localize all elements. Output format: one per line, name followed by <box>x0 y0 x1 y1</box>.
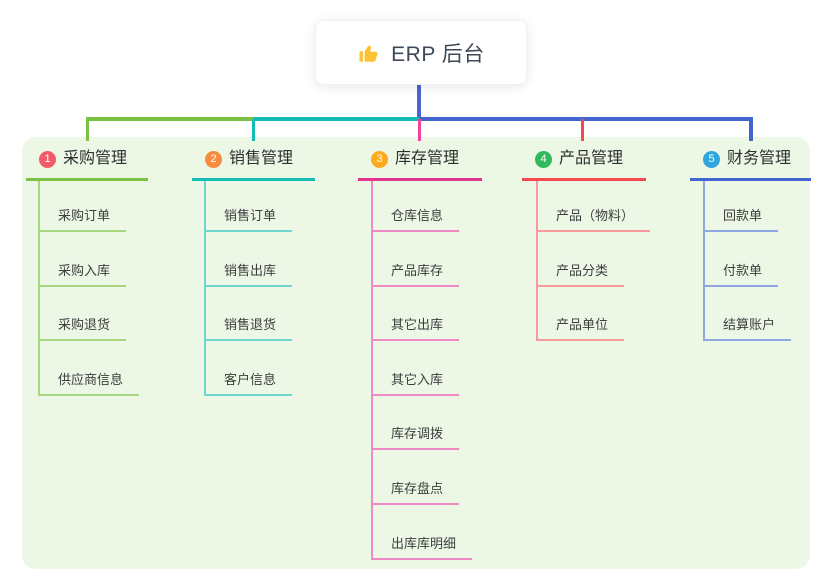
branch-header-财务管理[interactable]: 5 财务管理 <box>690 150 811 181</box>
branch-drop-1 <box>86 119 89 141</box>
child-item[interactable]: 产品（物料） <box>536 204 651 232</box>
children-connector-line <box>371 181 373 560</box>
branch-number-badge: 2 <box>205 151 222 168</box>
child-item[interactable]: 产品单位 <box>536 313 625 342</box>
branch-header-库存管理[interactable]: 3 库存管理 <box>358 150 482 181</box>
background-panel <box>22 137 810 569</box>
child-item[interactable]: 其它出库 <box>371 313 460 342</box>
branch-label: 产品管理 <box>559 150 624 167</box>
children-connector-line <box>703 181 705 342</box>
branch-drop-4 <box>581 119 584 141</box>
child-item[interactable]: 其它入库 <box>371 368 460 396</box>
child-item[interactable]: 回款单 <box>703 204 779 232</box>
root-stem-connector <box>417 83 421 119</box>
child-item[interactable]: 出库库明细 <box>371 532 473 560</box>
connector-segment-teal <box>253 117 421 121</box>
branch-number-badge: 3 <box>371 151 388 168</box>
branch-drop-2 <box>252 119 255 141</box>
root-title: ERP 后台 <box>391 42 485 66</box>
connector-segment-blue <box>419 117 753 121</box>
child-item[interactable]: 销售出库 <box>204 259 293 287</box>
child-item[interactable]: 库存盘点 <box>371 477 460 505</box>
child-item[interactable]: 库存调拨 <box>371 422 460 451</box>
branch-label: 库存管理 <box>395 150 460 167</box>
child-item[interactable]: 产品库存 <box>371 259 460 287</box>
child-item[interactable]: 采购退货 <box>38 313 127 342</box>
children-connector-line <box>204 181 206 396</box>
branch-number-badge: 1 <box>39 151 56 168</box>
root-node[interactable]: ERP 后台 <box>315 20 527 85</box>
child-item[interactable]: 客户信息 <box>204 368 293 396</box>
children-connector-line <box>536 181 538 342</box>
child-item[interactable]: 销售订单 <box>204 204 293 232</box>
branch-drop-3 <box>418 119 421 141</box>
branch-header-销售管理[interactable]: 2 销售管理 <box>192 150 315 181</box>
connector-segment-green <box>86 117 255 121</box>
child-item[interactable]: 供应商信息 <box>38 368 140 396</box>
branch-header-采购管理[interactable]: 1 采购管理 <box>26 150 148 181</box>
child-item[interactable]: 产品分类 <box>536 259 625 287</box>
child-item[interactable]: 采购订单 <box>38 204 127 232</box>
branch-label: 销售管理 <box>229 150 294 167</box>
child-item[interactable]: 销售退货 <box>204 313 293 342</box>
children-connector-line <box>38 181 40 396</box>
branch-number-badge: 5 <box>703 151 720 168</box>
thumbs-up-icon <box>359 45 378 62</box>
child-item[interactable]: 结算账户 <box>703 313 792 342</box>
branch-number-badge: 4 <box>535 151 552 168</box>
branch-header-产品管理[interactable]: 4 产品管理 <box>522 150 646 181</box>
child-item[interactable]: 付款单 <box>703 259 779 287</box>
branch-drop-5 <box>749 119 753 141</box>
child-item[interactable]: 仓库信息 <box>371 204 460 232</box>
child-item[interactable]: 采购入库 <box>38 259 127 287</box>
branch-label: 采购管理 <box>63 150 128 167</box>
branch-label: 财务管理 <box>727 150 792 167</box>
